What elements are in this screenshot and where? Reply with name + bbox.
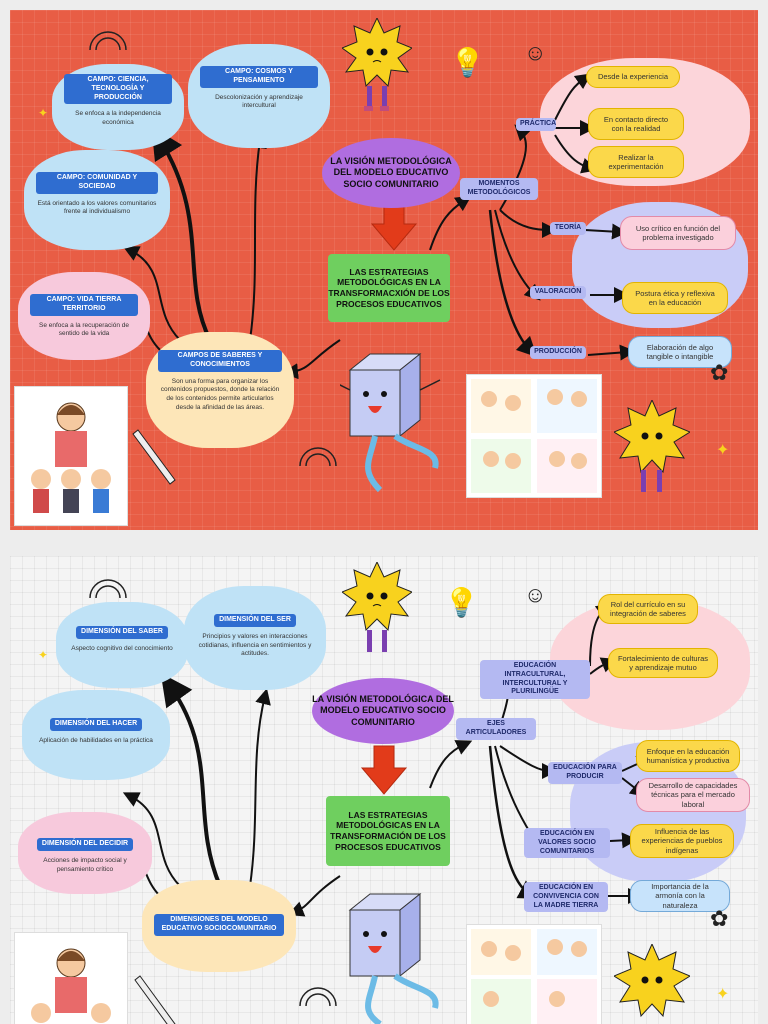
campo-ciencia-desc: Se enfoca a la independencia económica <box>75 110 161 127</box>
campo-comunidad-title: CAMPO: COMUNIDAD Y SOCIEDAD <box>36 172 158 194</box>
sparkle-icon: ✦ <box>38 106 49 120</box>
dimension-decidir-title: DIMENSIÓN DEL DECIDIR <box>36 838 134 851</box>
cube-mascot <box>340 890 439 1024</box>
intracultural-item-2: Fortalecimiento de culturas y aprendizaj… <box>608 648 718 678</box>
produccion-node: PRODUCCIÓN <box>530 346 586 359</box>
sparkle-icon: ✦ <box>38 648 49 662</box>
dimensiones-cloud: DIMENSIONES DEL MODELO EDUCATIVO SOCIOCO… <box>142 880 296 972</box>
sparkle-icon: ✦ <box>716 986 730 1003</box>
ejes-node: EJES ARTICULADORES <box>456 718 536 740</box>
intracultural-item-1: Rol del currículo en su integración de s… <box>598 594 698 624</box>
saberes-cloud: CAMPOS DE SABERES Y CONOCIMIENTOS Son un… <box>146 332 294 448</box>
valoracion-node: VALORACIÓN <box>530 286 586 299</box>
center-title: LA VISIÓN METODOLÓGICA DEL MODELO EDUCAT… <box>322 138 460 208</box>
sun-mascot-small <box>612 398 692 500</box>
campo-comunidad-desc: Está orientado a los valores comunitario… <box>37 199 157 216</box>
practica-item-3: Realizar la experimentación <box>588 146 684 178</box>
sun-mascot <box>340 16 414 118</box>
producir-item-2: Desarrollo de capacidades técnicas para … <box>636 778 750 812</box>
sun-mascot-small <box>612 942 692 1024</box>
teacher-illustration <box>14 386 128 526</box>
saberes-title: CAMPOS DE SABERES Y CONOCIMIENTOS <box>158 350 282 372</box>
flower-icon: ✿ <box>710 906 729 931</box>
dimension-ser-desc: Principios y valores en interacciones co… <box>198 632 312 658</box>
lightbulb-icon: 💡 <box>450 47 485 78</box>
smiley-icon: ☺ <box>524 582 547 607</box>
dimension-saber-cloud: DIMENSIÓN DEL SABER Aspecto cognitivo de… <box>56 602 188 688</box>
practica-item-1: Desde la experiencia <box>586 66 680 88</box>
convivencia-item: Importancia de la armonía con la natural… <box>630 880 730 912</box>
valoracion-item: Postura ética y reflexiva en la educació… <box>622 282 728 314</box>
campo-cosmos-cloud: CAMPO: COSMOS Y PENSAMIENTO Descolonizac… <box>188 44 330 148</box>
children-playing-illustration <box>466 924 602 1024</box>
dimension-ser-cloud: DIMENSIÓN DEL SER Principios y valores e… <box>184 586 326 690</box>
smiley-icon: ☺ <box>524 40 547 65</box>
teacher-illustration <box>14 932 128 1024</box>
valores-node: EDUCACIÓN EN VALORES SOCIO COMUNITARIOS <box>524 828 610 859</box>
teoria-item: Uso crítico en función del problema inve… <box>620 216 736 250</box>
valores-item: Influencia de las experiencias de pueblo… <box>630 824 734 858</box>
dimension-decidir-desc: Acciones de impacto social y pensamiento… <box>43 856 127 873</box>
momentos-node: MOMENTOS METODOLÓGICOS <box>460 178 538 200</box>
dimension-ser-title: DIMENSIÓN DEL SER <box>214 614 296 627</box>
teoria-node: TEORÍA <box>550 222 586 235</box>
producir-node: EDUCACIÓN PARA PRODUCIR <box>548 762 622 784</box>
slide-metodologia: 💡 ☺ LA VISIÓN METODOLÓGICA DEL MODELO ED… <box>10 10 758 530</box>
connector-arrows <box>89 31 636 485</box>
practica-item-2: En contacto directo con la realidad <box>588 108 684 140</box>
children-playing-illustration <box>466 374 602 498</box>
strategies-box: LAS ESTRATEGIAS METODOLÓGICAS EN LA TRAN… <box>326 796 450 866</box>
campo-ciencia-title: CAMPO: CIENCIA, TECNOLOGÍA Y PRODUCCIÓN <box>64 74 172 105</box>
dimension-hacer-title: DIMENSIÓN DEL HACER <box>49 718 143 731</box>
campo-comunidad-cloud: CAMPO: COMUNIDAD Y SOCIEDAD Está orienta… <box>24 150 170 250</box>
dimension-hacer-desc: Aplicación de habilidades en la práctica <box>39 736 153 744</box>
producir-item-1: Enfoque en la educación humanística y pr… <box>636 740 740 772</box>
saberes-desc: Son una forma para organizar los conteni… <box>160 377 280 411</box>
convivencia-node: EDUCACIÓN EN CONVIVENCIA CON LA MADRE TI… <box>524 882 608 913</box>
campo-ciencia-cloud: CAMPO: CIENCIA, TECNOLOGÍA Y PRODUCCIÓN … <box>52 64 184 150</box>
campo-cosmos-title: CAMPO: COSMOS Y PENSAMIENTO <box>200 66 318 88</box>
campo-vida-cloud: CAMPO: VIDA TIERRA TERRITORIO Se enfoca … <box>18 272 150 360</box>
connector-arrows <box>89 579 654 1024</box>
slide-dimensiones: 💡 ☺ LA VISIÓN METODOLÓGICA DEL MODELO ED… <box>10 556 758 1024</box>
dimension-decidir-cloud: DIMENSIÓN DEL DECIDIR Acciones de impact… <box>18 812 152 894</box>
dimension-saber-desc: Aspecto cognitivo del conocimiento <box>71 644 173 652</box>
campo-vida-desc: Se enfoca a la recuperación de sentido d… <box>39 321 129 338</box>
dimension-saber-title: DIMENSIÓN DEL SABER <box>76 626 168 639</box>
campo-vida-title: CAMPO: VIDA TIERRA TERRITORIO <box>30 294 138 316</box>
sparkle-icon: ✦ <box>716 442 730 459</box>
practica-node: PRÁCTICA <box>516 118 556 131</box>
intracultural-node: EDUCACIÓN INTRACULTURAL, INTERCULTURAL Y… <box>480 660 590 699</box>
center-title: LA VISIÓN METODOLÓGICA DEL MODELO EDUCAT… <box>312 678 454 744</box>
sun-mascot <box>340 560 414 662</box>
produccion-item: Elaboración de algo tangible o intangibl… <box>628 336 732 368</box>
strategies-box: LAS ESTRATEGIAS METODOLÓGICAS EN LA TRAN… <box>328 254 450 322</box>
dimensiones-title: DIMENSIONES DEL MODELO EDUCATIVO SOCIOCO… <box>154 914 284 936</box>
dimension-hacer-cloud: DIMENSIÓN DEL HACER Aplicación de habili… <box>22 690 170 780</box>
cube-mascot <box>329 350 441 493</box>
flower-icon: ✿ <box>710 360 729 385</box>
lightbulb-icon: 💡 <box>444 587 479 618</box>
campo-cosmos-desc: Descolonización y aprendizaje intercultu… <box>215 93 303 110</box>
